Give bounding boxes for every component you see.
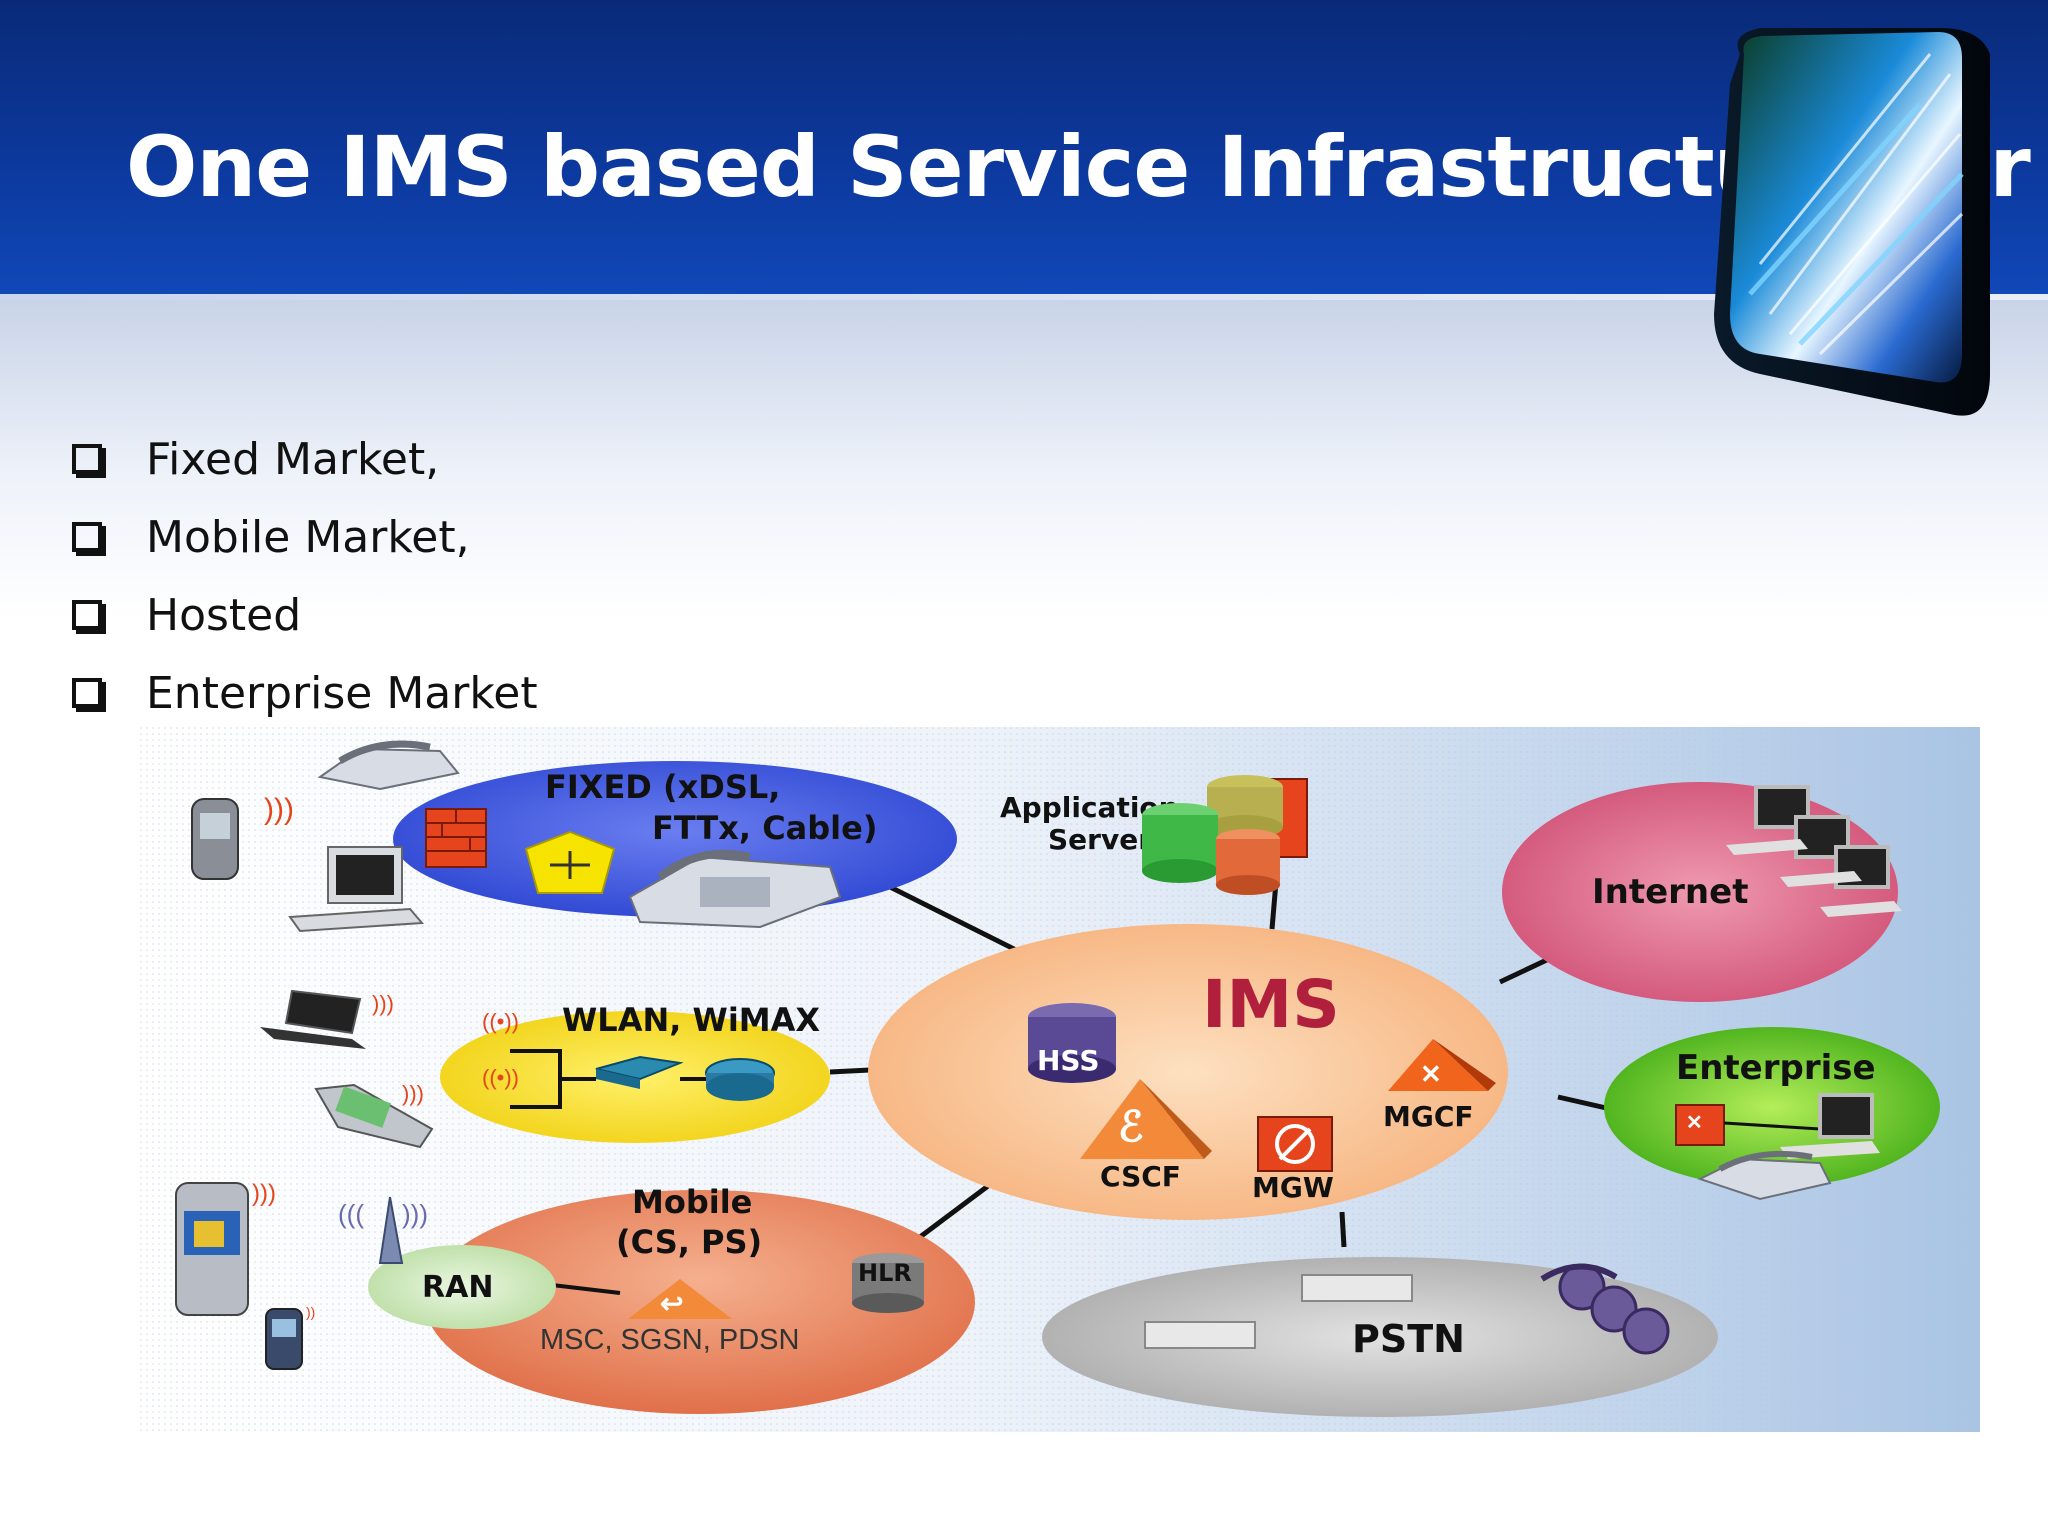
computer-cluster-icon <box>1726 785 1902 917</box>
checkbox-bullet-icon <box>72 600 102 630</box>
ims-core-cloud: IMS HSS ℰ CSCF MGW ✕ MGCF <box>868 924 1508 1220</box>
ims-title: IMS <box>1202 966 1340 1043</box>
checkbox-bullet-icon <box>72 444 102 474</box>
mobile-devices: ))) )) <box>175 1180 315 1370</box>
bullet-text: Enterprise Market <box>146 667 538 719</box>
signal-waves-icon: ))) <box>264 793 294 826</box>
bullet-item: Enterprise Market <box>70 654 538 732</box>
svg-text:✕: ✕ <box>1686 1112 1703 1134</box>
enterprise-label: Enterprise <box>1676 1048 1876 1088</box>
pda-icon <box>314 1083 434 1149</box>
bullet-list: Fixed Market, Mobile Market, Hosted Ente… <box>70 420 538 732</box>
mgcf-label: MGCF <box>1383 1100 1474 1133</box>
bullet-text: Fixed Market, <box>146 433 440 485</box>
firewall-icon <box>425 808 487 868</box>
switch-icon <box>595 1055 710 1089</box>
background-gradient <box>0 300 2048 620</box>
ran-label: RAN <box>422 1270 493 1305</box>
cscf-label: CSCF <box>1100 1160 1181 1193</box>
application-servers: Application Servers: ✕ <box>1000 775 1308 895</box>
header-divider <box>0 294 2048 300</box>
wlan-label: WLAN, WiMAX <box>562 1001 820 1039</box>
light-cube-graphic <box>1714 28 1990 416</box>
mobile-phone-icon <box>191 798 239 880</box>
mobile-label-line2: (CS, PS) <box>616 1223 762 1261</box>
desktop-computer-icon <box>1780 1093 1880 1159</box>
mobile-label-line1: Mobile <box>632 1183 752 1221</box>
signal-waves-icon: ))) <box>372 991 394 1016</box>
signal-waves-icon: ))) <box>402 1081 424 1106</box>
fixed-network-cloud: FIXED (xDSL, FTTx, Cable) <box>393 761 957 929</box>
office-phone-icon <box>628 849 842 929</box>
hss-label: HSS <box>1037 1044 1100 1077</box>
bullet-text: Mobile Market, <box>146 511 470 563</box>
ran-cloud: ((( ))) RAN <box>338 1196 556 1329</box>
fixed-devices: ))) <box>191 740 460 933</box>
telephones-icon <box>1540 1263 1670 1355</box>
internet-label: Internet <box>1592 872 1748 912</box>
smartphone-icon <box>175 1182 249 1316</box>
svg-text:(((: ((( <box>338 1199 364 1229</box>
ims-network-diagram: FIXED (xDSL, FTTx, Cable) ))) Applicatio… <box>140 727 1980 1432</box>
svg-text:✕: ✕ <box>1420 1059 1442 1089</box>
bullet-item: Hosted <box>70 576 538 654</box>
signal-waves-icon: )) <box>306 1304 315 1320</box>
hlr-database-icon <box>852 1253 924 1313</box>
fixed-label-line2: FTTx, Cable) <box>652 809 877 847</box>
desk-phone-icon <box>1697 1150 1832 1201</box>
svg-text:((•)): ((•)) <box>482 1065 519 1090</box>
bullet-item: Mobile Market, <box>70 498 538 576</box>
wlan-cloud: WLAN, WiMAX ((•)) ((•)) <box>440 1001 830 1143</box>
router-icon <box>705 1058 775 1101</box>
hss-database-icon <box>1028 1003 1116 1083</box>
cscf-icon: ℰ <box>1080 1079 1212 1159</box>
mgw-label: MGW <box>1252 1171 1334 1204</box>
msc-switch-icon: ↩ <box>628 1279 732 1319</box>
server-stack-icon: ✕ <box>1142 775 1308 895</box>
mobile-network-cloud: Mobile (CS, PS) HLR ↩ MSC, SGSN, PDSN <box>425 1183 975 1414</box>
mgcf-icon: ✕ <box>1388 1039 1496 1091</box>
pstn-cloud: PSTN <box>1042 1257 1718 1417</box>
exchange-switch-icon <box>1144 1274 1413 1349</box>
laptop-icon <box>260 989 366 1049</box>
slide-header <box>0 0 2048 296</box>
cell-tower-icon: ((( ))) <box>338 1196 428 1264</box>
svg-text:((•)): ((•)) <box>482 1009 519 1034</box>
internet-cloud: Internet <box>1502 782 1902 1002</box>
pstn-label: PSTN <box>1352 1317 1465 1361</box>
slide-title: One IMS based Service Infrastructure for <box>126 118 2031 216</box>
mobile-phone-icon <box>265 1308 303 1370</box>
checkbox-bullet-icon <box>72 522 102 552</box>
hlr-label: HLR <box>858 1259 912 1287</box>
svg-text:ℰ: ℰ <box>1118 1103 1143 1150</box>
desktop-computer-icon <box>288 846 425 933</box>
fixed-label-line1: FIXED (xDSL, <box>545 768 780 806</box>
checkbox-bullet-icon <box>72 678 102 708</box>
sip-gateway-icon: ✕ <box>1675 1104 1821 1146</box>
enterprise-cloud: Enterprise ✕ <box>1604 1027 1940 1201</box>
svg-text:↩: ↩ <box>660 1288 683 1319</box>
bullet-item: Fixed Market, <box>70 420 538 498</box>
bullet-text: Hosted <box>146 589 302 641</box>
mgw-icon <box>1257 1116 1333 1172</box>
svg-text:))): ))) <box>402 1199 428 1229</box>
access-point-icon: ((•)) ((•)) <box>482 1009 596 1109</box>
desk-phone-icon <box>317 740 460 791</box>
signal-waves-icon: ))) <box>252 1180 276 1207</box>
router-icon <box>524 830 616 894</box>
wlan-devices: ))) ))) <box>260 989 434 1149</box>
mobile-nodes-label: MSC, SGSN, PDSN <box>540 1324 799 1356</box>
